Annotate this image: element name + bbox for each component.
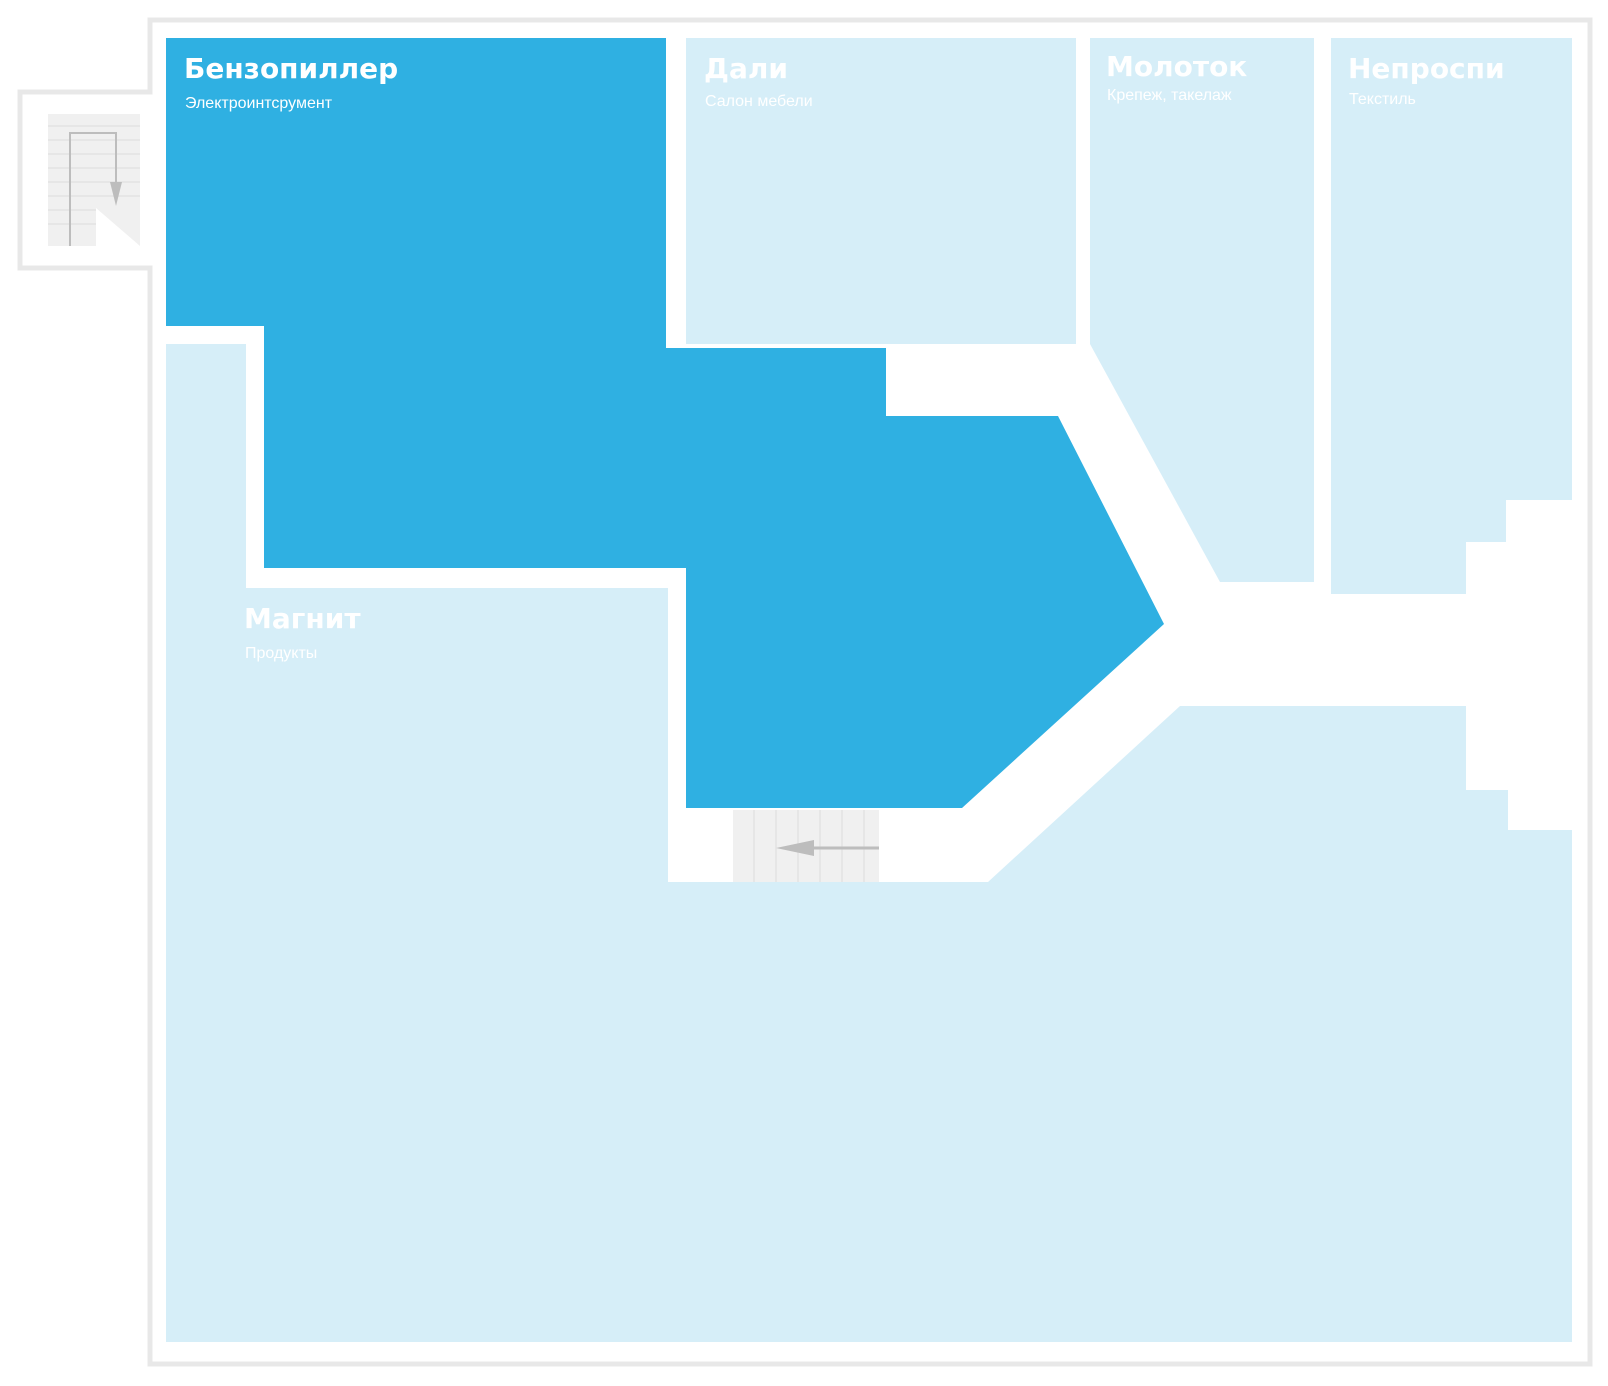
store-category-neprospi: Текстиль <box>1349 91 1416 108</box>
staircase-left-icon <box>733 810 879 882</box>
store-label-neprospi: Непроспи Текстиль <box>1348 52 1505 108</box>
store-shape-magnit[interactable] <box>166 344 1572 1342</box>
store-category-magnit: Продукты <box>245 645 317 662</box>
store-shape-molotok[interactable] <box>1090 38 1314 582</box>
store-shape-dali[interactable] <box>686 38 1076 344</box>
store-name-molotok: Молоток <box>1106 50 1247 83</box>
store-category-dali: Салон мебели <box>705 93 813 110</box>
staircase-down-icon <box>48 114 140 246</box>
store-name-neprospi: Непроспи <box>1348 52 1505 85</box>
store-label-benzopiller: Бензопиллер Электроинтсрумент <box>184 52 398 112</box>
store-name-magnit: Магнит <box>244 602 361 635</box>
store-category-benzopiller: Электроинтсрумент <box>185 95 333 112</box>
store-name-dali: Дали <box>704 52 788 85</box>
building-outline <box>17 17 1593 1367</box>
store-label-molotok: Молоток Крепеж, такелаж <box>1106 50 1247 104</box>
store-shape-neprospi[interactable] <box>1331 38 1572 594</box>
store-category-molotok: Крепеж, такелаж <box>1107 87 1232 104</box>
store-shape-benzopiller[interactable] <box>166 38 1164 808</box>
store-name-benzopiller: Бензопиллер <box>184 52 398 85</box>
store-label-magnit: Магнит Продукты <box>244 602 361 662</box>
store-label-dali: Дали Салон мебели <box>704 52 813 110</box>
